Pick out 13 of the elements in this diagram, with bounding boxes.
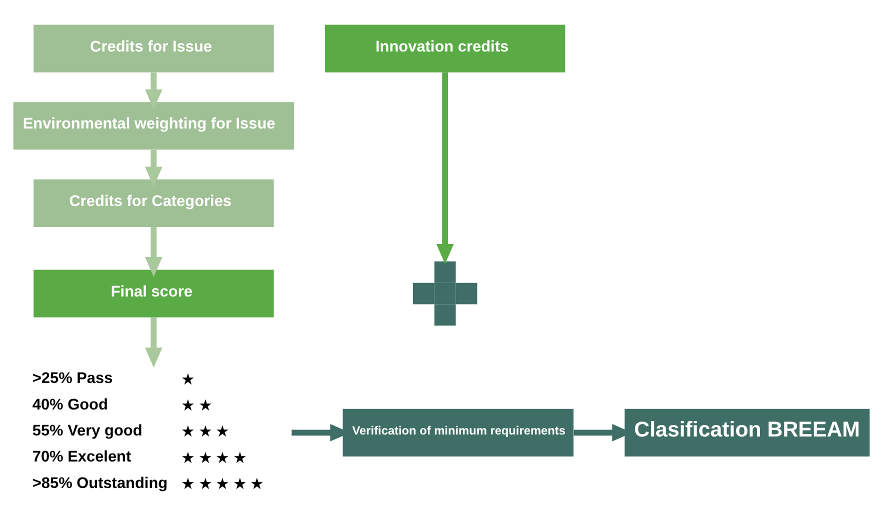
node-box: Final score [34, 269, 274, 317]
node-box: Innovation credits [324, 24, 566, 72]
node-text: >25% Pass ★ 40% Good ★ ★ 55% Very good ★ ★ ★ 70% Excelent ★ ★ ★ ★ >85% Outstanding ★ ★ ★ ★ ★ [32, 370, 264, 493]
node-box: Credits for Categories [34, 178, 274, 226]
arrow [144, 226, 162, 276]
arrow [144, 72, 162, 109]
node-box: Clasification BREEAM [624, 408, 870, 456]
node-box: Verification of minimum requirements [342, 408, 574, 456]
node-box: Environmental weighting for Issue [13, 102, 294, 150]
node-box: Credits for Issue [34, 24, 274, 72]
arrow [144, 317, 162, 368]
arrow [436, 72, 454, 264]
arrow [144, 149, 162, 186]
